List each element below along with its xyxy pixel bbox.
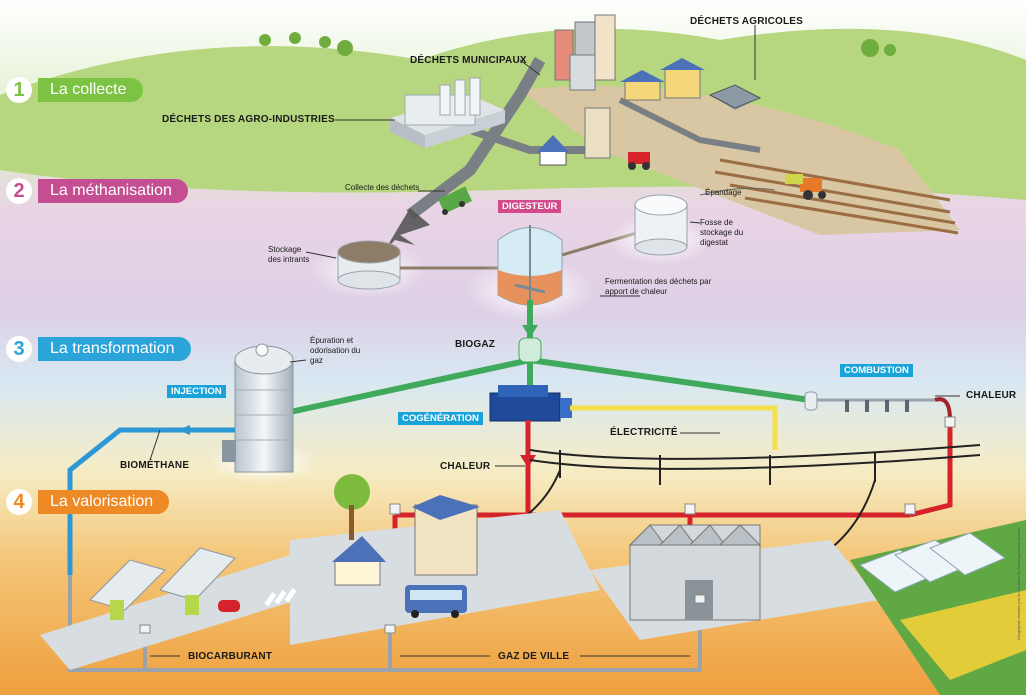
label-fermentation: Fermentation des déchets par apport de c…: [605, 277, 712, 296]
biogas-valve: [518, 337, 542, 363]
label-cogeneration: COGÉNÉRATION: [398, 412, 483, 425]
label-combustion: COMBUSTION: [840, 364, 913, 377]
credit-text: Infographie réalisée par le ministère du…: [1016, 527, 1021, 640]
label-biogaz: BIOGAZ: [455, 339, 496, 350]
tree-icon: [259, 32, 896, 57]
combustion-burner: [804, 391, 952, 421]
factory-icon: [628, 524, 762, 621]
label-electricite: ÉLECTRICITÉ: [610, 427, 678, 438]
plowed-field: [714, 158, 959, 235]
step-methanisation: 2 La méthanisation: [6, 177, 188, 205]
step-label: La collecte: [38, 78, 143, 102]
city-buildings-icon: [537, 14, 616, 166]
label-stockage-intrants: Stockage des intrants: [268, 245, 310, 264]
agro-factory-icon: [390, 77, 505, 148]
farm-buildings-icon: [620, 58, 762, 110]
step-label: La transformation: [38, 337, 191, 361]
step-number: 1: [6, 77, 32, 103]
road: [406, 57, 546, 220]
label-biomethane: BIOMÉTHANE: [120, 460, 190, 471]
step-collecte: 1 La collecte: [6, 76, 143, 104]
digestate-tank: [634, 194, 688, 256]
pipe-connectors: [139, 416, 956, 634]
label-biocarburant: BIOCARBURANT: [188, 651, 273, 662]
label-epandage: Épandage: [705, 188, 742, 197]
road: [468, 126, 600, 154]
fuel-station-icon: [89, 547, 240, 620]
town-icon: [332, 474, 480, 618]
label-digesteur: DIGESTEUR: [498, 200, 562, 213]
label-collecte-dechets: Collecte des déchets: [345, 183, 420, 192]
step-number: 2: [6, 178, 32, 204]
step-transformation: 3 La transformation: [6, 335, 191, 363]
label-epuration: Épuration et odorisation du gaz: [310, 336, 361, 365]
storage-inputs-tank: [337, 240, 401, 290]
cogeneration-engine: [489, 385, 572, 422]
step-number: 3: [6, 336, 32, 362]
step-number: 4: [6, 489, 32, 515]
step-valorisation: 4 La valorisation: [6, 488, 170, 516]
flow-arrow: [522, 325, 538, 338]
collection-arrow: [385, 208, 430, 250]
label-agro-industries: DÉCHETS DES AGRO-INDUSTRIES: [162, 114, 335, 125]
label-dechets-agricoles: DÉCHETS AGRICOLES: [690, 16, 804, 27]
step-label: La valorisation: [38, 490, 170, 514]
label-injection: INJECTION: [167, 385, 226, 398]
road: [618, 97, 761, 153]
digester-tank: [497, 225, 563, 306]
crosswalk: [264, 588, 297, 607]
flow-arrow: [520, 455, 536, 468]
purification-column: [222, 343, 294, 473]
label-fosse-stockage: Fosse de stockage du digestat: [700, 218, 744, 247]
farm-yard: [520, 86, 960, 235]
injection-pipe: [67, 427, 235, 575]
power-lines: [479, 444, 981, 576]
leader-lines: [149, 25, 960, 657]
step-label: La méthanisation: [38, 179, 188, 203]
label-gaz-de-ville: GAZ DE VILLE: [498, 651, 570, 662]
collection-truck-icon: [438, 186, 472, 215]
label-dechets-municipaux: DÉCHETS MUNICIPAUX: [410, 55, 527, 66]
yellow-field: [900, 590, 1026, 680]
tractor-icon: [628, 152, 826, 200]
label-chaleur-center: CHALEUR: [440, 461, 491, 472]
label-chaleur-right: CHALEUR: [966, 390, 1017, 401]
spreading-arrow: [699, 187, 776, 196]
greenhouse-icon: [858, 532, 1007, 593]
electricity-line: [570, 405, 778, 450]
flow-arrow: [178, 425, 190, 435]
